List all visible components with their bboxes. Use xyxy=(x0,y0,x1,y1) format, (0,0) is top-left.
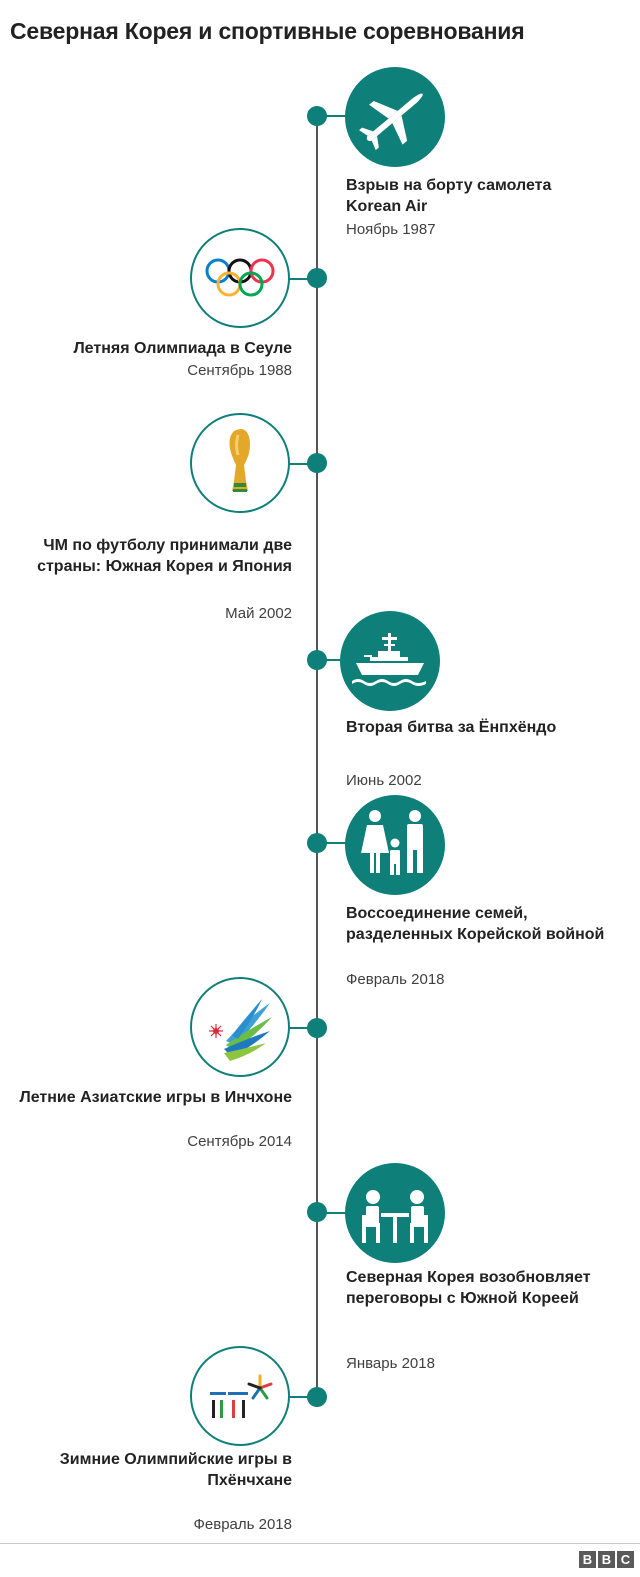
event-date: Ноябрь 1987 xyxy=(346,221,436,238)
bbc-logo-letter: B xyxy=(579,1551,596,1568)
event-title: Воссоединение семей, разделенных Корейск… xyxy=(346,905,605,943)
negotiation-table-icon xyxy=(345,1163,445,1263)
timeline-dot xyxy=(307,1387,327,1407)
event-title: Вторая битва за Ёнпхёндо xyxy=(346,719,557,736)
event-title: Летние Азиатские игры в Инчхоне xyxy=(19,1089,293,1106)
pyeongchang-emblem-icon xyxy=(190,1346,290,1446)
bbc-logo-letter: C xyxy=(617,1551,634,1568)
event-date: Февраль 2018 xyxy=(193,1516,292,1533)
timeline-axis xyxy=(316,116,318,1397)
event-title: Взрыв на борту самолета Korean Air xyxy=(346,177,552,215)
airplane-icon xyxy=(345,67,445,167)
timeline-dot xyxy=(307,833,327,853)
footer-divider xyxy=(0,1543,640,1544)
timeline-connector xyxy=(318,115,348,117)
timeline-connector xyxy=(288,278,318,280)
bbc-logo: B B C xyxy=(579,1551,634,1568)
event-date: Июнь 2002 xyxy=(346,772,422,789)
timeline-dot xyxy=(307,106,327,126)
event-title: ЧМ по футболу принимали две страны: Южна… xyxy=(37,537,292,575)
timeline-dot xyxy=(307,650,327,670)
timeline-connector xyxy=(318,659,348,661)
event-title: Зимние Олимпийские игры в Пхёнчхане xyxy=(59,1451,292,1489)
timeline-connector xyxy=(318,1212,348,1214)
event-title: Летняя Олимпиада в Сеуле xyxy=(73,340,292,357)
event-date: Сентябрь 1988 xyxy=(187,362,292,379)
timeline-dot xyxy=(307,1018,327,1038)
warship-icon xyxy=(340,611,440,711)
event-date: Январь 2018 xyxy=(346,1355,435,1372)
event-date: Сентябрь 2014 xyxy=(187,1133,292,1150)
event-date: Февраль 2018 xyxy=(346,971,445,988)
event-date: Май 2002 xyxy=(225,605,292,622)
timeline-dot xyxy=(307,268,327,288)
timeline-connector xyxy=(288,1396,318,1398)
timeline-dot xyxy=(307,453,327,473)
page-title: Северная Корея и спортивные соревнования xyxy=(10,18,525,44)
asian-games-emblem-icon xyxy=(190,977,290,1077)
world-cup-trophy-icon xyxy=(190,413,290,513)
timeline-connector xyxy=(318,842,348,844)
family-icon xyxy=(345,795,445,895)
olympic-rings-icon xyxy=(190,228,290,328)
bbc-logo-letter: B xyxy=(598,1551,615,1568)
timeline-connector xyxy=(288,1027,318,1029)
event-title: Северная Корея возобновляет переговоры с… xyxy=(346,1269,591,1307)
timeline-connector xyxy=(288,463,318,465)
timeline-dot xyxy=(307,1202,327,1222)
